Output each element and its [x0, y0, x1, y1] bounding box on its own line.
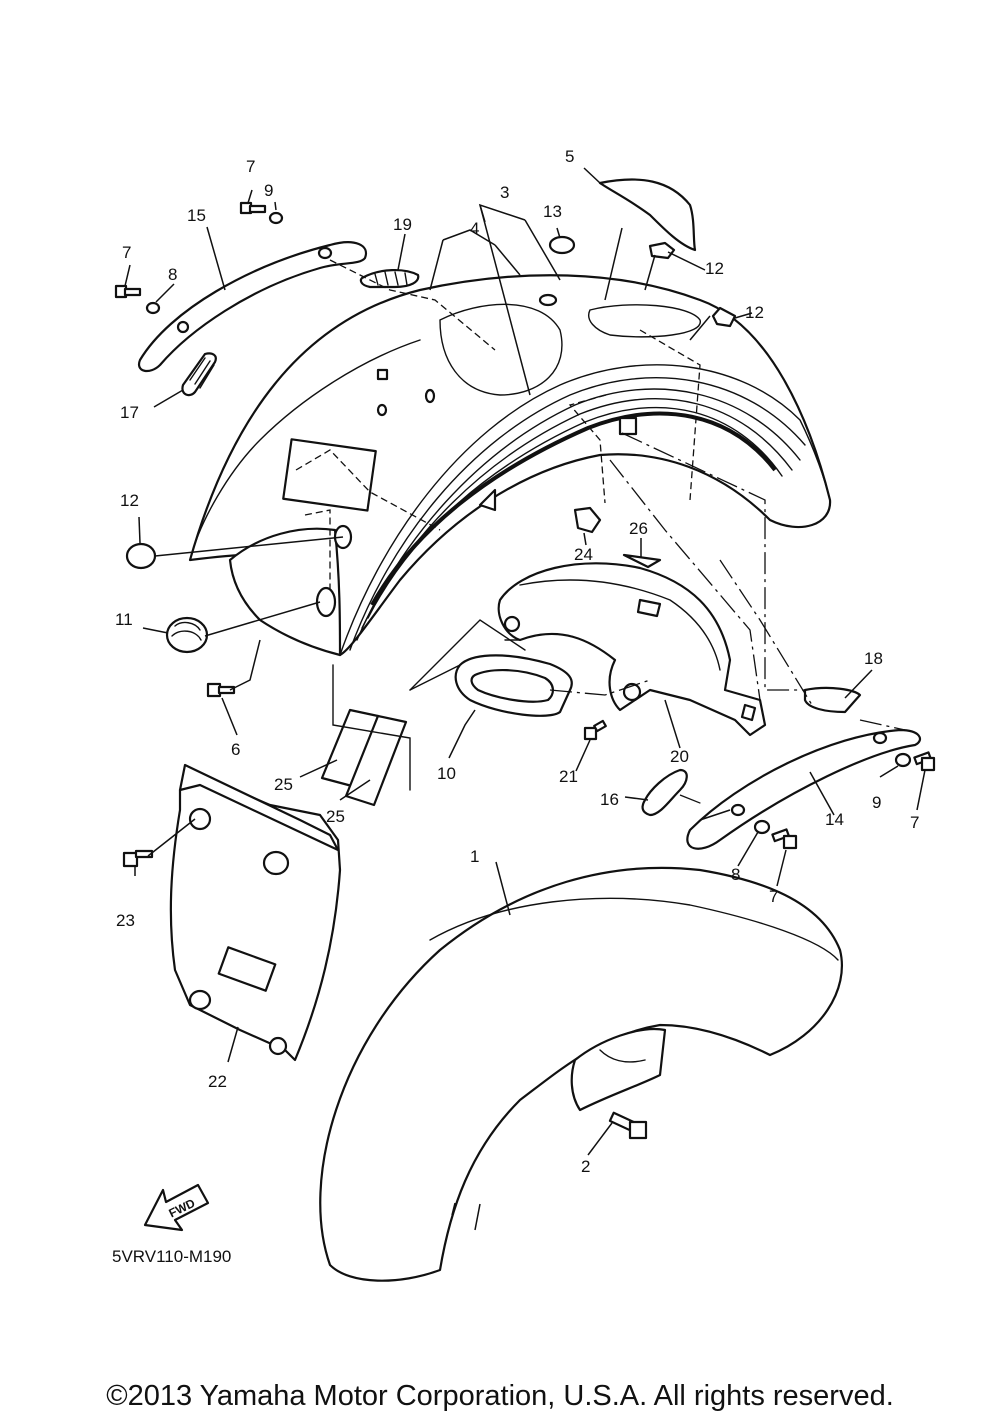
callout-14: 14	[825, 810, 844, 829]
callout-22: 22	[208, 1072, 227, 1091]
grommet-12-c	[125, 542, 157, 570]
grommet-12-b	[711, 306, 737, 328]
callout-20: 20	[670, 747, 689, 766]
bolt-21	[583, 719, 607, 741]
callout-9: 9	[872, 793, 881, 812]
damper-19	[359, 269, 420, 289]
callout-11: 11	[115, 610, 133, 629]
tail-lens-10	[454, 654, 573, 717]
diagram-reference-code: 5VRV110-M190	[112, 1247, 231, 1266]
fwd-arrow-icon: FWD	[143, 1183, 210, 1232]
callout-12: 12	[745, 303, 764, 322]
callout-18: 18	[864, 649, 883, 668]
callout-21: 21	[559, 767, 578, 786]
callout-26: 26	[629, 519, 648, 538]
grab-rail-left	[137, 241, 368, 373]
rear-fender	[188, 274, 832, 657]
callout-7: 7	[246, 157, 255, 176]
damper-26	[622, 553, 662, 569]
copyright-notice: ©2013 Yamaha Motor Corporation, U.S.A. A…	[106, 1380, 894, 1412]
callout-17: 17	[120, 403, 139, 422]
callout-7: 7	[769, 887, 778, 906]
grommet-12-a	[648, 241, 676, 260]
bolt-7-right-upper	[913, 751, 936, 772]
callout-24: 24	[574, 545, 593, 564]
callout-5: 5	[565, 147, 574, 166]
callout-19: 19	[393, 215, 412, 234]
washer-8-right	[753, 819, 771, 835]
grab-rail-right	[686, 728, 922, 850]
callout-25: 25	[326, 807, 345, 826]
bolt-7-right-lower	[771, 828, 798, 850]
bolt-6	[206, 682, 236, 698]
bolt-7-lower	[114, 284, 142, 299]
damper-16	[641, 768, 688, 817]
callout-8: 8	[731, 865, 740, 884]
callout-7: 7	[910, 813, 919, 832]
leader-lines	[124, 167, 926, 1231]
front-fender-1	[319, 866, 843, 1282]
label-25-b	[344, 714, 408, 807]
callout-1: 1	[470, 847, 479, 866]
assembly-lines	[295, 259, 906, 806]
callout-25: 25	[274, 775, 293, 794]
callout-15: 15	[187, 206, 206, 225]
callout-10: 10	[437, 764, 456, 783]
bolt-2	[608, 1111, 648, 1140]
callout-12: 12	[705, 259, 724, 278]
inner-fender-20	[497, 562, 767, 737]
callout-7: 7	[122, 243, 131, 262]
bolt-23	[122, 849, 154, 868]
reflector-18	[803, 686, 862, 714]
washer-8-upper	[145, 301, 161, 315]
clip-24	[573, 506, 602, 534]
callout-12: 12	[120, 491, 139, 510]
callout-2: 2	[581, 1157, 590, 1176]
washer-9-upper	[268, 211, 284, 225]
side-cover-22	[169, 763, 342, 1062]
callout-23: 23	[116, 911, 135, 930]
callout-13: 13	[543, 202, 562, 221]
callout-3: 3	[500, 183, 509, 202]
callout-16: 16	[600, 790, 619, 809]
callout-6: 6	[231, 740, 240, 759]
bolt-7-upper	[239, 201, 267, 215]
callout-4: 4	[470, 219, 479, 238]
cap-11	[165, 616, 209, 654]
grommet-13	[548, 235, 576, 255]
callout-9: 9	[264, 181, 273, 200]
callouts: 1 2 3 4 5 6 7 7 7 7 8 8 9 9 10 11 12 12 …	[115, 147, 919, 1176]
reflector-17	[181, 352, 217, 397]
washer-9-right	[894, 752, 912, 768]
callout-8: 8	[168, 265, 177, 284]
fender-trim-5	[598, 178, 697, 252]
